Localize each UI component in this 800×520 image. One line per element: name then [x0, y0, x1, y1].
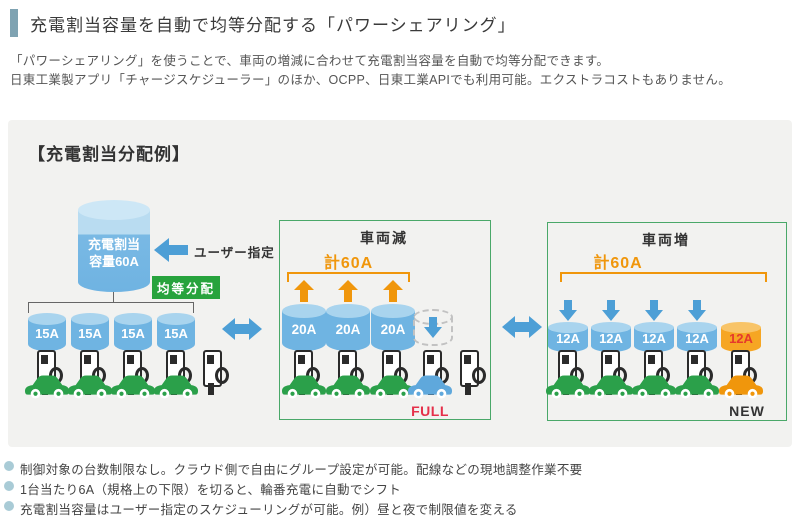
note-text: 制御対象の台数制限なし。クラウド側で自由にグループ設定が可能。配線などの現地調整… — [20, 463, 583, 477]
up-arrow-icon — [383, 280, 403, 302]
car-icon — [369, 375, 415, 399]
car-icon — [110, 375, 156, 399]
allocation-value: 15A — [35, 326, 59, 341]
connector-line — [113, 292, 114, 302]
allocation-cylinder: 12A — [677, 322, 717, 352]
charging-station-icon — [460, 350, 486, 395]
bullet-icon — [4, 481, 14, 491]
allocation-value: 15A — [121, 326, 145, 341]
new-allocation-cylinder: 12A — [721, 322, 761, 352]
allocation-value: 12A — [556, 331, 580, 346]
tank-label-line1: 充電割当 — [87, 237, 140, 252]
increase-bracket — [560, 272, 767, 282]
allocation-cylinder: 20A — [282, 304, 326, 351]
vehicle-decrease-box — [279, 220, 491, 420]
car-icon — [588, 375, 634, 399]
vehicle-increase-title: 車両増 — [642, 232, 690, 248]
allocation-value: 15A — [164, 326, 188, 341]
connector-line — [193, 302, 194, 313]
connector-line — [28, 302, 194, 303]
car-icon — [67, 375, 113, 399]
allocation-cylinder: 15A — [71, 313, 109, 351]
vehicle-increase-box — [547, 222, 787, 421]
bullet-icon — [4, 461, 14, 471]
allocation-value: 12A — [642, 331, 666, 346]
intro-line-2: 日東工業製アプリ「チャージスケジューラー」のほか、OCPP、日東工業APIでも利… — [10, 73, 732, 87]
down-arrow-icon — [559, 300, 577, 321]
tank-label-line2: 容量60A — [89, 254, 139, 269]
car-icon — [674, 375, 720, 399]
up-arrow-icon — [294, 280, 314, 302]
allocation-cylinder: 20A — [371, 304, 415, 351]
charging-station-icon — [203, 350, 229, 395]
page-title: 充電割当容量を自動で均等分配する「パワーシェアリング」 — [30, 16, 516, 35]
new-label: NEW — [729, 403, 765, 419]
connector-line — [28, 302, 29, 313]
double-arrow-icon — [502, 316, 542, 338]
car-icon — [325, 375, 371, 399]
up-arrow-icon — [338, 280, 358, 302]
down-arrow-icon — [424, 317, 442, 338]
diagram-panel: 【充電割当分配例】 充電割当 容量60A ユーザー指定 均等分配 15A — [8, 120, 792, 447]
down-arrow-icon — [645, 300, 663, 321]
car-icon — [281, 375, 327, 399]
left-arrow-icon — [154, 238, 188, 262]
bullet-icon — [4, 501, 14, 511]
full-car-icon — [407, 375, 453, 399]
allocation-cylinder: 20A — [326, 304, 370, 351]
allocation-cylinder: 15A — [114, 313, 152, 351]
decrease-total-label: 計60A — [323, 255, 374, 272]
allocation-value: 12A — [685, 331, 709, 346]
user-specified-label: ユーザー指定 — [194, 246, 275, 260]
car-icon — [545, 375, 591, 399]
allocation-value: 20A — [335, 322, 361, 337]
allocation-value: 12A — [729, 331, 753, 346]
allocation-value: 15A — [78, 326, 102, 341]
title-accent-bar — [10, 9, 18, 37]
note-text: 1台当たり6A（規格上の下限）を切ると、輪番充電に自動でシフト — [20, 483, 402, 497]
allocation-value: 12A — [599, 331, 623, 346]
decrease-bracket — [287, 272, 410, 282]
allocation-cylinder: 12A — [548, 322, 588, 352]
car-icon — [631, 375, 677, 399]
new-car-icon — [718, 375, 764, 399]
source-tank-icon: 充電割当 容量60A — [78, 200, 150, 292]
allocation-value: 20A — [380, 322, 406, 337]
diagram-heading: 【充電割当分配例】 — [28, 145, 190, 164]
allocation-cylinder: 15A — [28, 313, 66, 351]
allocation-cylinder: 12A — [591, 322, 631, 352]
allocation-cylinder: 12A — [634, 322, 674, 352]
equal-distribution-badge: 均等分配 — [152, 276, 220, 299]
full-label: FULL — [411, 403, 449, 419]
note-text: 充電割当容量はユーザー指定のスケジューリングが可能。例）昼と夜で制限値を変える — [20, 503, 518, 517]
vehicle-decrease-title: 車両減 — [360, 230, 408, 246]
down-arrow-icon — [688, 300, 706, 321]
car-icon — [153, 375, 199, 399]
car-icon — [24, 375, 70, 399]
allocation-cylinder: 15A — [157, 313, 195, 351]
intro-line-1: 「パワーシェアリング」を使うことで、車両の増減に合わせて充電割当容量を自動で均等… — [10, 54, 610, 68]
down-arrow-icon — [602, 300, 620, 321]
allocation-value: 20A — [291, 322, 317, 337]
double-arrow-icon — [222, 318, 262, 340]
increase-total-label: 計60A — [593, 255, 643, 272]
intro-paragraph: 「パワーシェアリング」を使うことで、車両の増減に合わせて充電割当容量を自動で均等… — [10, 52, 731, 90]
